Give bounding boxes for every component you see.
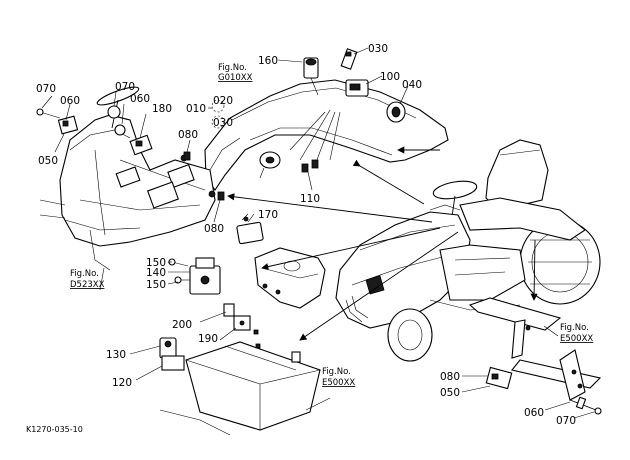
part-130-120-sensor: [159, 337, 185, 371]
part-label: 190: [198, 333, 218, 345]
part-160-key-switch: [303, 57, 319, 96]
dashboard-panel: [204, 79, 449, 191]
part-label: 140: [146, 267, 166, 279]
part-200-190-clip: [223, 303, 251, 331]
part-label: 070: [556, 415, 576, 427]
steering-frame-assembly: [39, 86, 216, 271]
part-label: 060: [60, 95, 80, 107]
figure-ref-e500xx-right: Fig.No. E500XX: [560, 323, 593, 344]
figure-ref-code: G010XX: [218, 73, 253, 83]
callout-arrows: [227, 146, 538, 341]
figure-ref-code: D523XX: [70, 280, 105, 290]
figure-ref-label: Fig.No.: [560, 323, 589, 333]
part-label: 070: [36, 83, 56, 95]
part-040-lamp: [386, 101, 406, 123]
figure-ref-code: E500XX: [322, 378, 355, 388]
battery-tray: [159, 341, 321, 436]
part-label: 040: [402, 79, 422, 91]
leader-lines: [41, 47, 595, 419]
part-050-left-switch: [36, 108, 79, 135]
part-label: 060: [130, 93, 150, 105]
part-label: 010: [186, 103, 206, 115]
part-label: 110: [300, 193, 320, 205]
figure-ref-label: Fig.No.: [70, 269, 99, 279]
part-label: 030: [213, 117, 233, 129]
drawing-code: K1270-035-10: [26, 425, 83, 434]
part-label: 180: [152, 103, 172, 115]
figure-ref-label: Fig.No.: [218, 63, 247, 73]
part-180-switch: [107, 105, 153, 156]
part-label: 050: [38, 155, 58, 167]
figure-ref-label: Fig.No.: [322, 367, 351, 377]
part-030-connector: [340, 48, 358, 70]
part-label: 130: [106, 349, 126, 361]
part-060-070-bolt: [569, 396, 602, 415]
part-170-relay: [236, 213, 264, 245]
part-label: 020: [213, 95, 233, 107]
part-label: 160: [258, 55, 278, 67]
bracket-center-clip: [253, 329, 261, 349]
part-label: 120: [112, 377, 132, 389]
part-labels: 070 060 050 070 060 180 080 080 010 020 …: [36, 43, 576, 427]
part-label: 080: [204, 223, 224, 235]
part-label: 200: [172, 319, 192, 331]
part-020-030-ring: [211, 99, 225, 129]
part-label: 070: [115, 81, 135, 93]
part-label: 060: [524, 407, 544, 419]
figure-ref-d523xx: Fig.No. D523XX: [70, 269, 105, 290]
part-label: 080: [178, 129, 198, 141]
part-label: 150: [146, 257, 166, 269]
part-100-switch: [345, 79, 369, 97]
part-label: 030: [368, 43, 388, 55]
figure-ref-e500xx-center: Fig.No. E500XX: [322, 367, 355, 388]
figure-ref-g010xx: Fig.No. G010XX: [218, 63, 253, 83]
right-lower-bracket: [468, 297, 602, 401]
part-050-right-switch: [485, 366, 513, 390]
part-label: 150: [146, 279, 166, 291]
part-label: 170: [258, 209, 278, 221]
center-bracket: [254, 247, 326, 309]
figure-ref-code: E500XX: [560, 334, 593, 344]
part-label: 050: [440, 387, 460, 399]
part-label: 100: [380, 71, 400, 83]
part-label: 080: [440, 371, 460, 383]
part-140-switch-assembly: [168, 257, 221, 295]
